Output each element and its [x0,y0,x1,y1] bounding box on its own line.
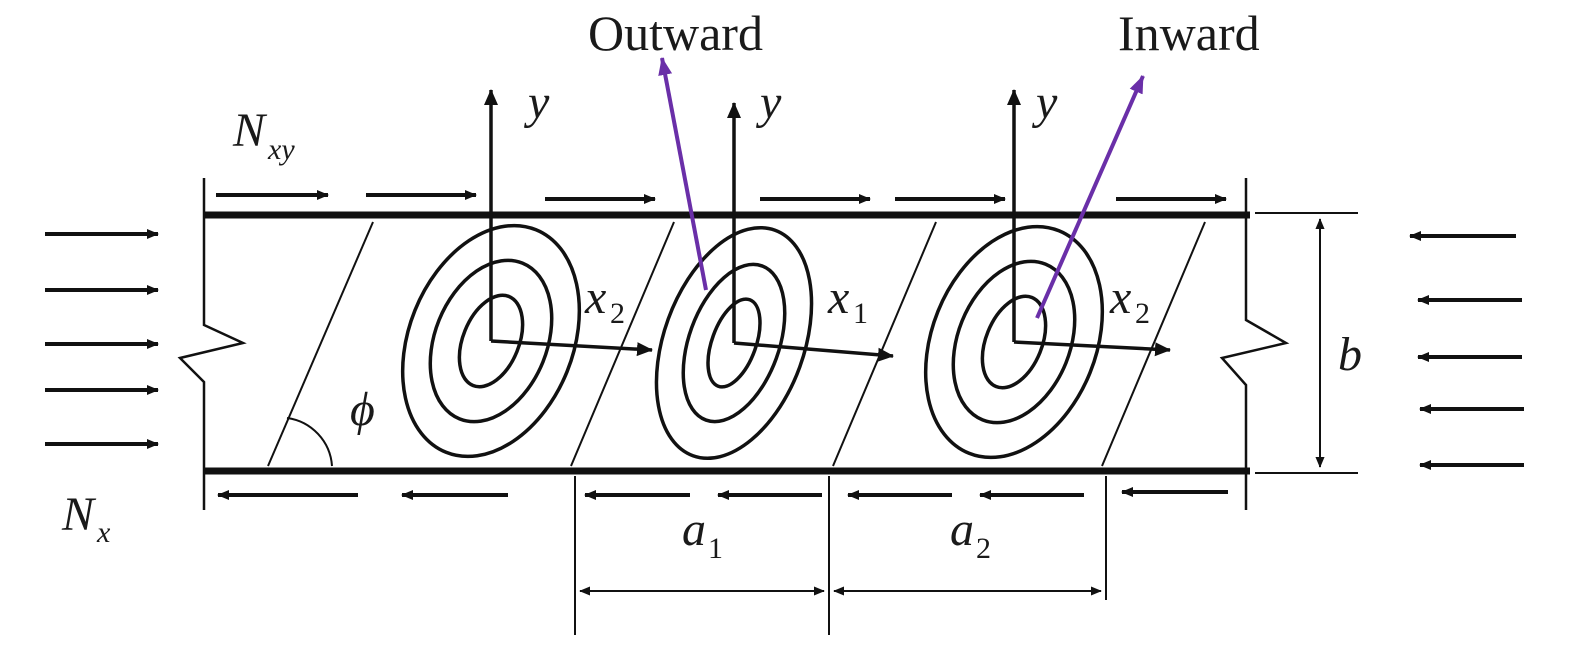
load-arrows-right [1409,231,1524,470]
inward-label: Inward [1118,5,1260,61]
svg-text:xy: xy [267,133,295,166]
local-axes-1 [484,89,653,357]
a2-label: a 2 [950,503,991,565]
x2-label-left: x 2 [584,271,625,330]
y-label-1: y [523,76,550,129]
nodal-line [1101,221,1206,467]
svg-text:2: 2 [1135,297,1150,330]
svg-text:x: x [827,271,849,324]
svg-text:1: 1 [853,297,868,330]
buckle-contours-3 [923,224,1105,460]
svg-text:2: 2 [976,532,991,565]
b-label: b [1338,328,1362,381]
left-break-line [177,178,247,510]
outward-pointer [658,57,708,291]
plate [177,178,1290,510]
x-axis-arrow [733,341,894,362]
load-arrows-left [45,229,159,449]
a1-label: a 1 [682,503,723,565]
nodal-line [570,221,675,467]
nx-label: N x [61,488,111,549]
wavelength-dimensions [574,476,1107,635]
svg-text:a: a [682,503,706,556]
nodal-line [267,221,374,467]
width-dimension [1255,212,1358,474]
svg-text:N: N [232,104,268,157]
buckle-contours-1 [400,223,582,459]
nxy-label: N xy [232,104,295,166]
svg-text:1: 1 [708,532,723,565]
outward-label: Outward [588,5,763,61]
svg-text:x: x [1109,271,1131,324]
nodal-line [832,221,937,467]
inward-pointer [1035,75,1145,319]
y-label-3: y [1031,76,1058,129]
buckle-contours-2 [654,225,814,461]
phi-label: ϕ [350,383,375,436]
svg-text:2: 2 [610,297,625,330]
x-axis-arrow [490,339,653,357]
local-axes-2 [727,102,894,362]
local-axes-3 [1007,89,1171,357]
shear-arrows-bottom [217,487,1228,500]
skew-angle-arc [286,417,333,467]
nodal-lines [267,221,1206,467]
y-label-2: y [755,76,782,129]
x1-label: x 1 [827,271,868,330]
shear-arrows-top [216,190,1227,204]
svg-text:a: a [950,503,974,556]
svg-text:x: x [96,516,111,549]
svg-text:x: x [584,271,606,324]
svg-text:N: N [61,488,97,541]
x2-label-right: x 2 [1109,271,1150,330]
right-break-line [1219,178,1290,510]
x-axis-arrow [1013,340,1171,357]
